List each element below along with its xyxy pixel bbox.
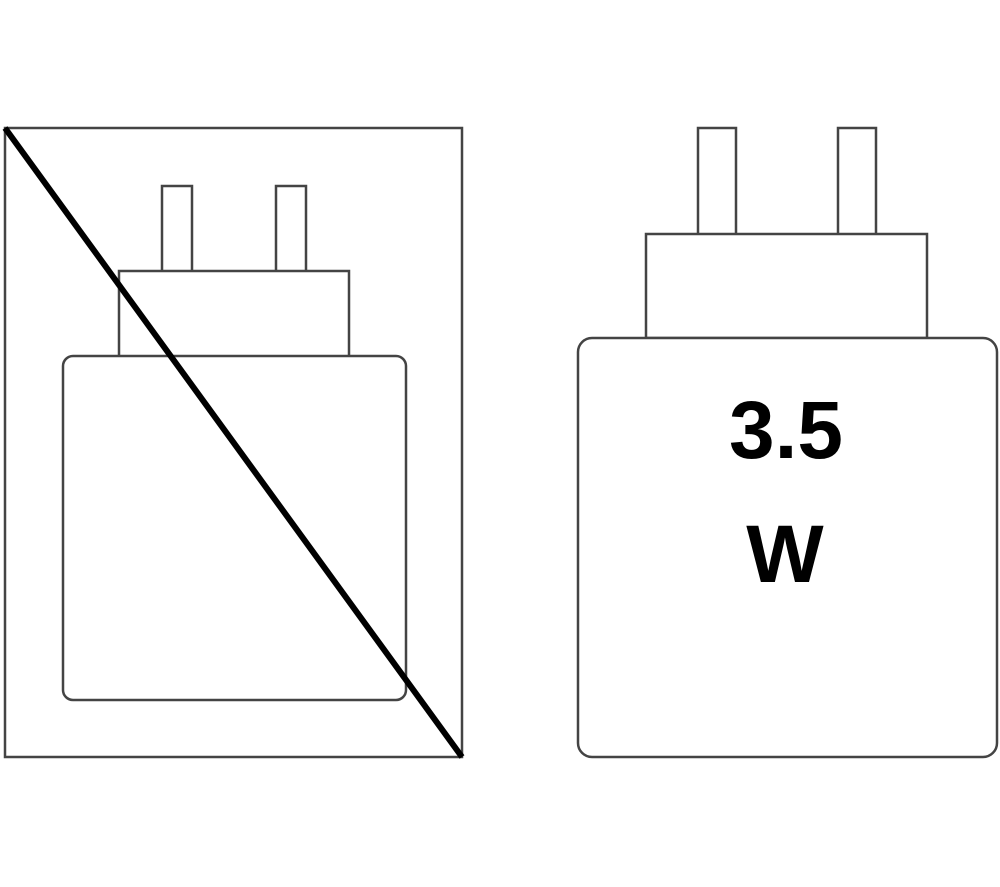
strike-through-line xyxy=(2,126,465,759)
plug-base xyxy=(117,269,351,359)
charger-body xyxy=(576,336,999,759)
left-prong xyxy=(696,126,738,237)
left-prong xyxy=(160,184,194,274)
right-prong xyxy=(274,184,308,274)
charger-body xyxy=(61,354,408,702)
right-prong xyxy=(836,126,878,237)
charger-panel: 3.5 W xyxy=(576,126,999,759)
plug-base xyxy=(644,232,929,340)
no-charger-panel xyxy=(2,126,465,759)
power-value: 3.5 xyxy=(729,385,843,476)
power-unit: W xyxy=(746,509,824,600)
